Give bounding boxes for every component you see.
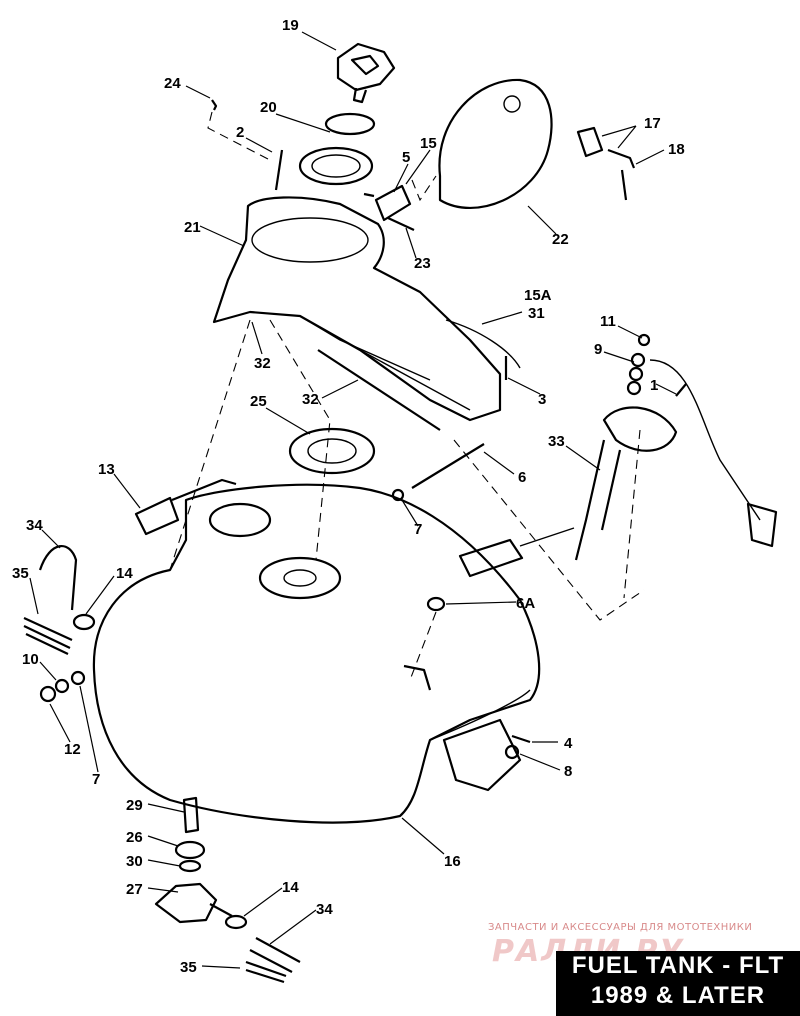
callout-14a: 14 (116, 565, 133, 582)
clamp-14b (224, 914, 248, 930)
callouts: 19 24 20 2 5 15 17 18 22 21 23 15A 31 11… (12, 17, 685, 976)
nut-12 (39, 685, 57, 703)
callout-27: 27 (126, 881, 143, 898)
spring-35 (23, 617, 73, 655)
part-drawings (23, 42, 778, 984)
callout-14b: 14 (282, 879, 299, 896)
bolt-6 (411, 443, 485, 489)
hose-34b (249, 937, 301, 973)
callout-13: 13 (98, 461, 115, 478)
callout-15: 15 (420, 135, 437, 152)
screw-5 (363, 192, 375, 198)
assembly-lines (169, 111, 645, 681)
washer-6a (426, 596, 446, 612)
callout-18: 18 (668, 141, 685, 158)
trim-32 (317, 349, 441, 431)
callout-22: 22 (552, 231, 569, 248)
callout-10: 10 (22, 651, 39, 668)
callout-2: 2 (236, 124, 244, 141)
spring-35b (245, 960, 287, 984)
callout-15a: 15A (524, 287, 552, 304)
cover-22 (438, 78, 553, 210)
washer-8 (504, 744, 520, 760)
lock-17-key-18 (576, 126, 636, 201)
callout-35b: 35 (180, 959, 197, 976)
clip-13 (134, 496, 180, 536)
callout-23: 23 (414, 255, 431, 272)
callout-12: 12 (64, 741, 81, 758)
callout-32b: 32 (302, 391, 319, 408)
screw-2 (274, 149, 284, 191)
callout-34b: 34 (316, 901, 333, 918)
callout-11: 11 (600, 313, 616, 330)
pin-23 (387, 217, 415, 231)
washer-10 (54, 678, 70, 694)
tank-16 (92, 483, 541, 824)
callout-9: 9 (594, 341, 602, 358)
callout-35a: 35 (12, 565, 29, 582)
callout-6: 6 (518, 469, 526, 486)
screw-4 (511, 734, 531, 744)
leader-lines (29, 31, 677, 969)
callout-20: 20 (260, 99, 277, 116)
callout-4: 4 (564, 735, 573, 752)
callout-29: 29 (126, 797, 143, 814)
callout-7b: 7 (92, 771, 100, 788)
callout-34a: 34 (26, 517, 43, 534)
fuel-valve-27 (154, 796, 233, 924)
screw-24 (211, 99, 218, 111)
hose-34 (38, 544, 78, 611)
nuts-9-11 (626, 333, 651, 396)
callout-6a: 6A (516, 595, 535, 612)
title-line-2: 1989 & LATER (590, 982, 766, 1009)
callout-30: 30 (126, 853, 143, 870)
diagram-title-box: FUEL TANK - FLT 1989 & LATER (556, 951, 800, 1016)
wire-31 (445, 319, 521, 369)
washer-7 (391, 488, 405, 502)
callout-21: 21 (184, 219, 201, 236)
float (458, 538, 524, 578)
clamp-14 (72, 613, 96, 631)
callout-33: 33 (548, 433, 565, 450)
callout-24: 24 (164, 75, 181, 92)
callout-1: 1 (650, 377, 658, 394)
ring-console (298, 146, 374, 186)
callout-32a: 32 (254, 355, 271, 372)
callout-19: 19 (282, 17, 299, 34)
watermark-caption: ЗАПЧАСТИ И АКСЕССУАРЫ ДЛЯ МОТОТЕХНИКИ (488, 922, 753, 933)
callout-16: 16 (444, 853, 461, 870)
callout-3: 3 (538, 391, 546, 408)
title-line-1: FUEL TANK - FLT (571, 952, 785, 979)
bracket-15 (374, 184, 412, 222)
callout-31: 31 (528, 305, 545, 322)
gasket-25 (288, 427, 376, 475)
fuel-cap-19 (336, 42, 396, 104)
callout-17: 17 (644, 115, 661, 132)
callout-7a: 7 (414, 521, 422, 538)
callout-5: 5 (402, 149, 410, 166)
callout-8: 8 (564, 763, 572, 780)
sender-33 (574, 359, 778, 561)
callout-26: 26 (126, 829, 143, 846)
gasket-20 (324, 112, 376, 136)
callout-25: 25 (250, 393, 267, 410)
washer-7b (70, 670, 86, 686)
console-21 (212, 196, 502, 422)
screw-1 (675, 383, 687, 397)
